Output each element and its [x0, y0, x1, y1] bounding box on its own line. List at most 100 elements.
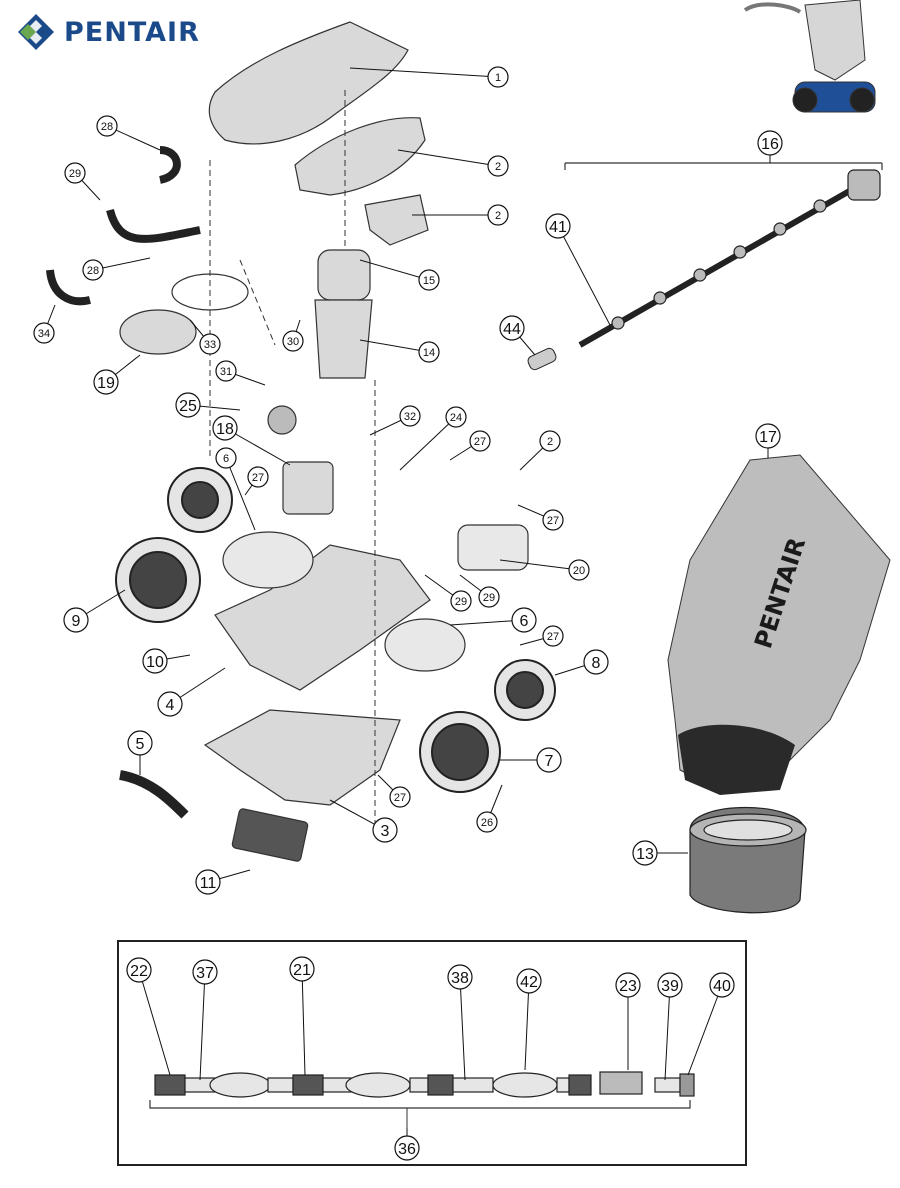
callout-label: 13 — [636, 846, 654, 863]
callout-c42: 42 — [516, 968, 542, 994]
callout-label: 28 — [87, 265, 99, 277]
callout-label: 23 — [619, 978, 637, 995]
callout-label: 17 — [759, 429, 777, 446]
callout-circle — [282, 330, 304, 352]
pentair-diamond-logo-icon — [18, 14, 54, 50]
leader-line — [687, 984, 723, 1076]
part-bottom-plate — [203, 709, 401, 806]
callout-label: 2 — [495, 161, 501, 173]
callout-c29b: 29 — [450, 590, 472, 612]
brand-logo: PENTAIR — [16, 10, 200, 54]
callout-circle — [418, 341, 440, 363]
callout-c27e: 27 — [389, 786, 411, 808]
callout-circle — [542, 625, 564, 647]
callout-c8: 8 — [583, 649, 609, 675]
callout-circle — [499, 315, 525, 341]
part-hose — [118, 770, 189, 819]
callout-c9: 9 — [63, 607, 89, 633]
callout-circle — [212, 415, 238, 441]
callout-label: 6 — [223, 453, 229, 465]
wheel-8-hub — [506, 671, 544, 709]
callout-c22: 22 — [126, 957, 152, 983]
part-chimney-body — [314, 299, 373, 379]
callout-circle — [247, 466, 269, 488]
callout-c10: 10 — [142, 648, 168, 674]
callout-label: 10 — [146, 654, 164, 671]
callout-c7: 7 — [536, 747, 562, 773]
callout-circle — [450, 590, 472, 612]
callout-c24: 24 — [445, 406, 467, 428]
callout-label: 34 — [38, 328, 50, 340]
callout-label: 24 — [450, 412, 462, 424]
bracket-36 — [149, 1100, 691, 1109]
callout-label: 37 — [196, 965, 214, 982]
callout-c27d: 27 — [542, 625, 564, 647]
callout-c2a: 2 — [487, 155, 509, 177]
part-top-cover — [208, 21, 409, 145]
callout-circle — [545, 213, 571, 239]
callout-c17: 17 — [755, 423, 781, 449]
callout-circle — [542, 509, 564, 531]
callout-c29a: 29 — [64, 162, 86, 184]
callout-c33: 33 — [199, 333, 221, 355]
callout-circle — [469, 430, 491, 452]
callout-circle — [394, 1135, 420, 1161]
callout-c38: 38 — [447, 964, 473, 990]
callout-c37: 37 — [192, 959, 218, 985]
callout-label: 28 — [101, 121, 113, 133]
callout-c30: 30 — [282, 330, 304, 352]
callout-c19: 19 — [93, 369, 119, 395]
callout-circle — [389, 786, 411, 808]
callout-label: 38 — [451, 970, 469, 987]
callout-circle — [487, 66, 509, 88]
callout-circle — [568, 559, 590, 581]
callout-c3: 3 — [372, 817, 398, 843]
callout-c16: 16 — [757, 130, 783, 156]
callout-label: 15 — [423, 275, 435, 287]
callout-circle — [215, 447, 237, 469]
leader-line — [349, 67, 499, 78]
callout-circle — [63, 607, 89, 633]
callout-circle — [215, 360, 237, 382]
callout-circle — [399, 405, 421, 427]
wheel-7-hub — [431, 723, 489, 781]
callout-label: 27 — [547, 631, 559, 643]
leader-line — [199, 971, 206, 1081]
callout-label: 41 — [549, 219, 567, 236]
leader-line — [397, 149, 499, 167]
callout-c20: 20 — [568, 559, 590, 581]
callout-label: 2 — [547, 436, 553, 448]
callout-label: 4 — [166, 697, 175, 714]
leader-line — [138, 969, 171, 1076]
callout-c27c: 27 — [542, 509, 564, 531]
shaft-41 — [578, 182, 862, 348]
hose-28-upper — [158, 146, 181, 184]
part-gearbox — [282, 461, 334, 515]
callout-label: 11 — [200, 875, 217, 892]
callout-circle — [195, 869, 221, 895]
hose-34 — [46, 269, 91, 306]
part-side-panel-right — [384, 618, 466, 672]
callout-label: 29 — [455, 596, 467, 608]
part-brush — [231, 808, 309, 862]
leader-line — [557, 225, 611, 326]
leader-line — [524, 980, 530, 1071]
callout-label: 7 — [545, 753, 554, 770]
leader-line — [359, 339, 430, 353]
callout-label: 40 — [713, 978, 731, 995]
callout-label: 25 — [179, 398, 197, 415]
callout-label: 30 — [287, 336, 299, 348]
callout-circle — [757, 130, 783, 156]
part-ring-13 — [689, 806, 807, 914]
part-chimney-top — [317, 249, 371, 301]
callout-c13: 13 — [632, 840, 658, 866]
callout-label: 19 — [97, 375, 115, 392]
callout-label: 36 — [398, 1141, 416, 1158]
callout-circle — [372, 817, 398, 843]
callout-c2b: 2 — [487, 204, 509, 226]
callout-circle — [516, 968, 542, 994]
callout-label: 2 — [495, 210, 501, 222]
callout-label: 31 — [220, 366, 232, 378]
callout-circle — [175, 392, 201, 418]
